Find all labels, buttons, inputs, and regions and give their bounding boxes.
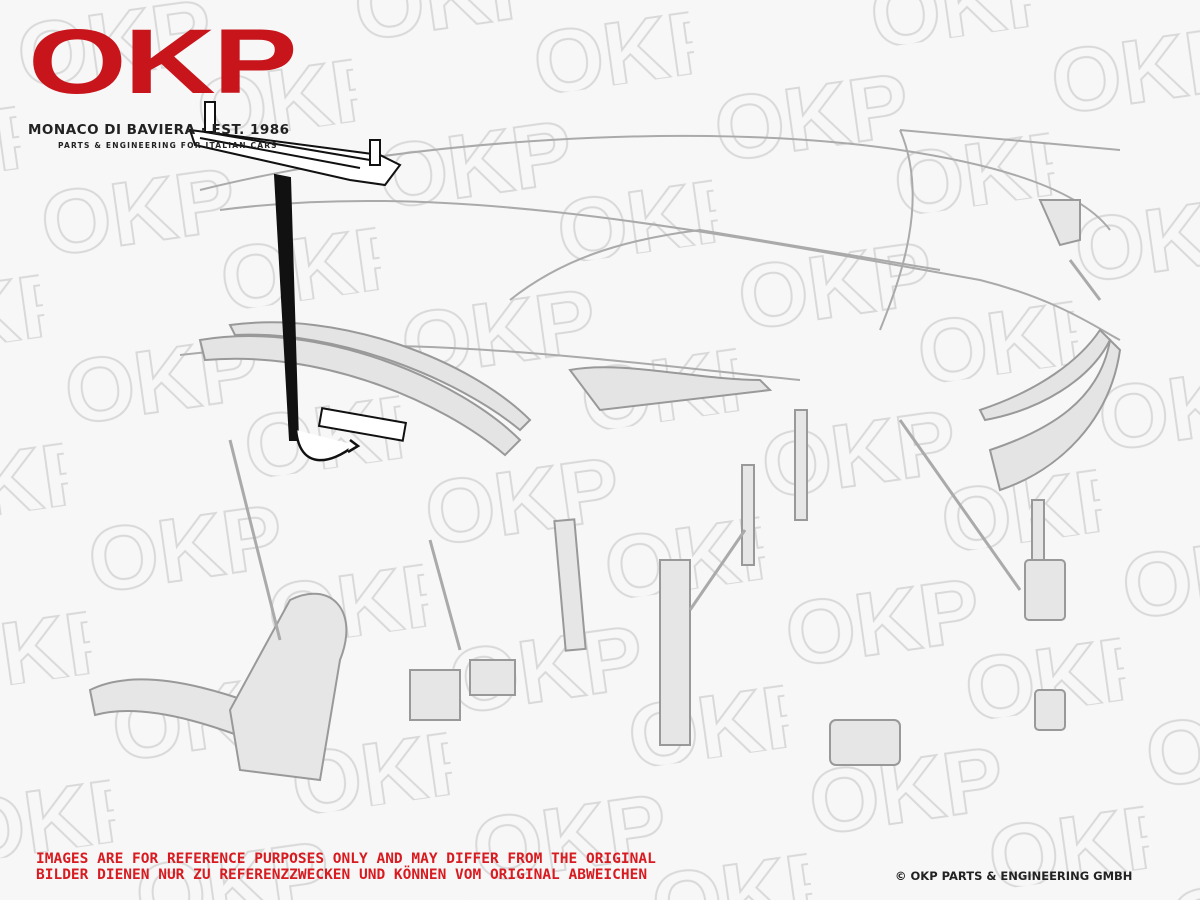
okp-logo: OKP MONACO DI BAVIERA · EST. 1986 PARTS …	[28, 16, 318, 150]
pointer-arrows	[228, 259, 1102, 651]
disclaimer-english: IMAGES ARE FOR REFERENCE PURPOSES ONLY A…	[36, 851, 656, 867]
disclaimer-german: BILDER DIENEN NUR ZU REFERENZZWECKEN UND…	[36, 867, 648, 883]
disclaimer: IMAGES ARE FOR REFERENCE PURPOSES ONLY A…	[36, 851, 656, 883]
logo-tagline: PARTS & ENGINEERING FOR ITALIAN CARS	[58, 141, 278, 150]
front-bow	[198, 321, 1122, 492]
highlighted-leaf-spring	[188, 101, 408, 462]
small-parts	[88, 199, 1081, 782]
logo-subtitle: MONACO DI BAVIERA · EST. 1986	[28, 122, 290, 138]
logo-mark: OKP	[28, 11, 298, 113]
copyright-notice: © OKP PARTS & ENGINEERING GMBH	[895, 869, 1133, 883]
